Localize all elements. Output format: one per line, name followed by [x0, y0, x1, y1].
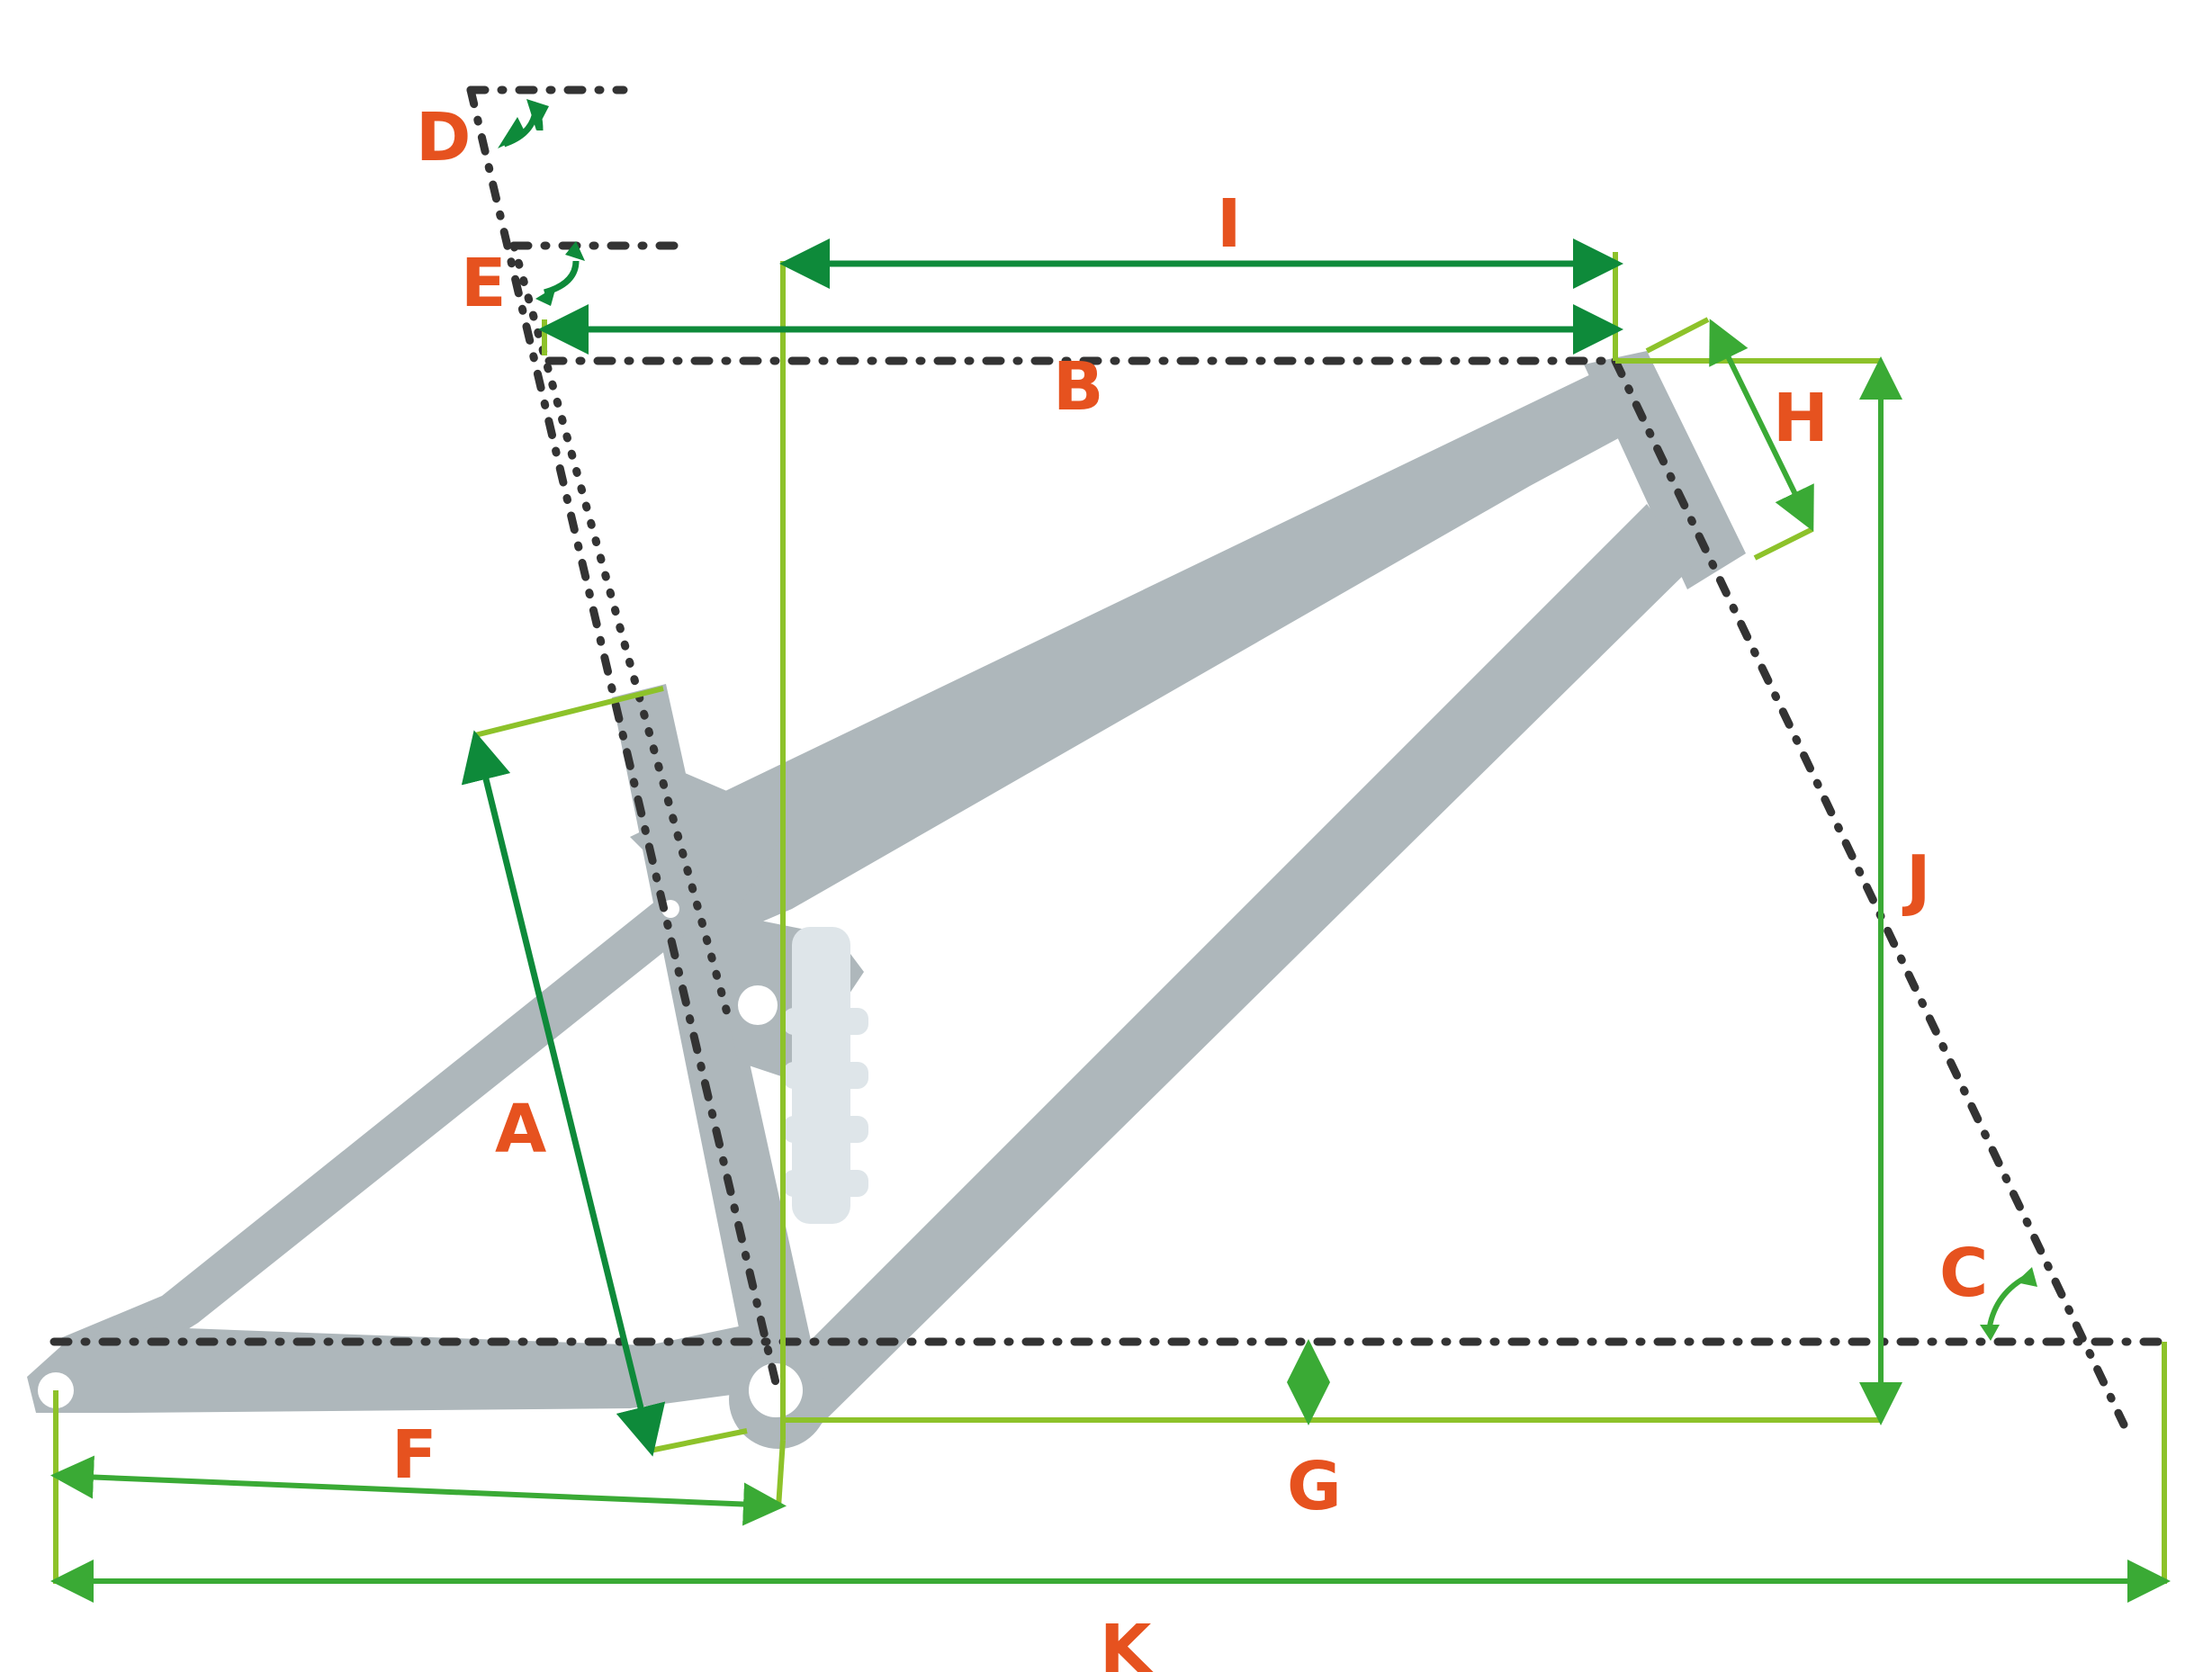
rear-shock: [783, 927, 868, 1224]
reference-lines: [49, 85, 2171, 1429]
label-f: F: [391, 1416, 437, 1494]
dimension-f-arrow: [50, 1455, 787, 1526]
label-e: E: [461, 245, 507, 322]
label-g: G: [1287, 1448, 1342, 1525]
label-i: I: [1217, 185, 1242, 263]
label-h: H: [1773, 380, 1829, 457]
dimension-a-arrow: [461, 730, 666, 1457]
bike-frame: [27, 351, 1746, 1449]
label-k: K: [1100, 1611, 1154, 1672]
label-a: A: [495, 1091, 546, 1168]
label-j: J: [1902, 841, 1931, 919]
dimension-h-arrow: [1709, 319, 1814, 532]
head-angle-line: [1611, 356, 2128, 1429]
effective-seat-line: [466, 85, 782, 1395]
label-b: B: [1053, 348, 1103, 426]
angle-e-arc: [543, 260, 580, 296]
label-c: C: [1939, 1235, 1988, 1312]
dimension-arrows: [50, 99, 2171, 1603]
label-d: D: [416, 99, 471, 176]
angle-c-arc: [1986, 1275, 2027, 1333]
dimension-labels: A B C D E F G H I J K: [391, 99, 1988, 1672]
